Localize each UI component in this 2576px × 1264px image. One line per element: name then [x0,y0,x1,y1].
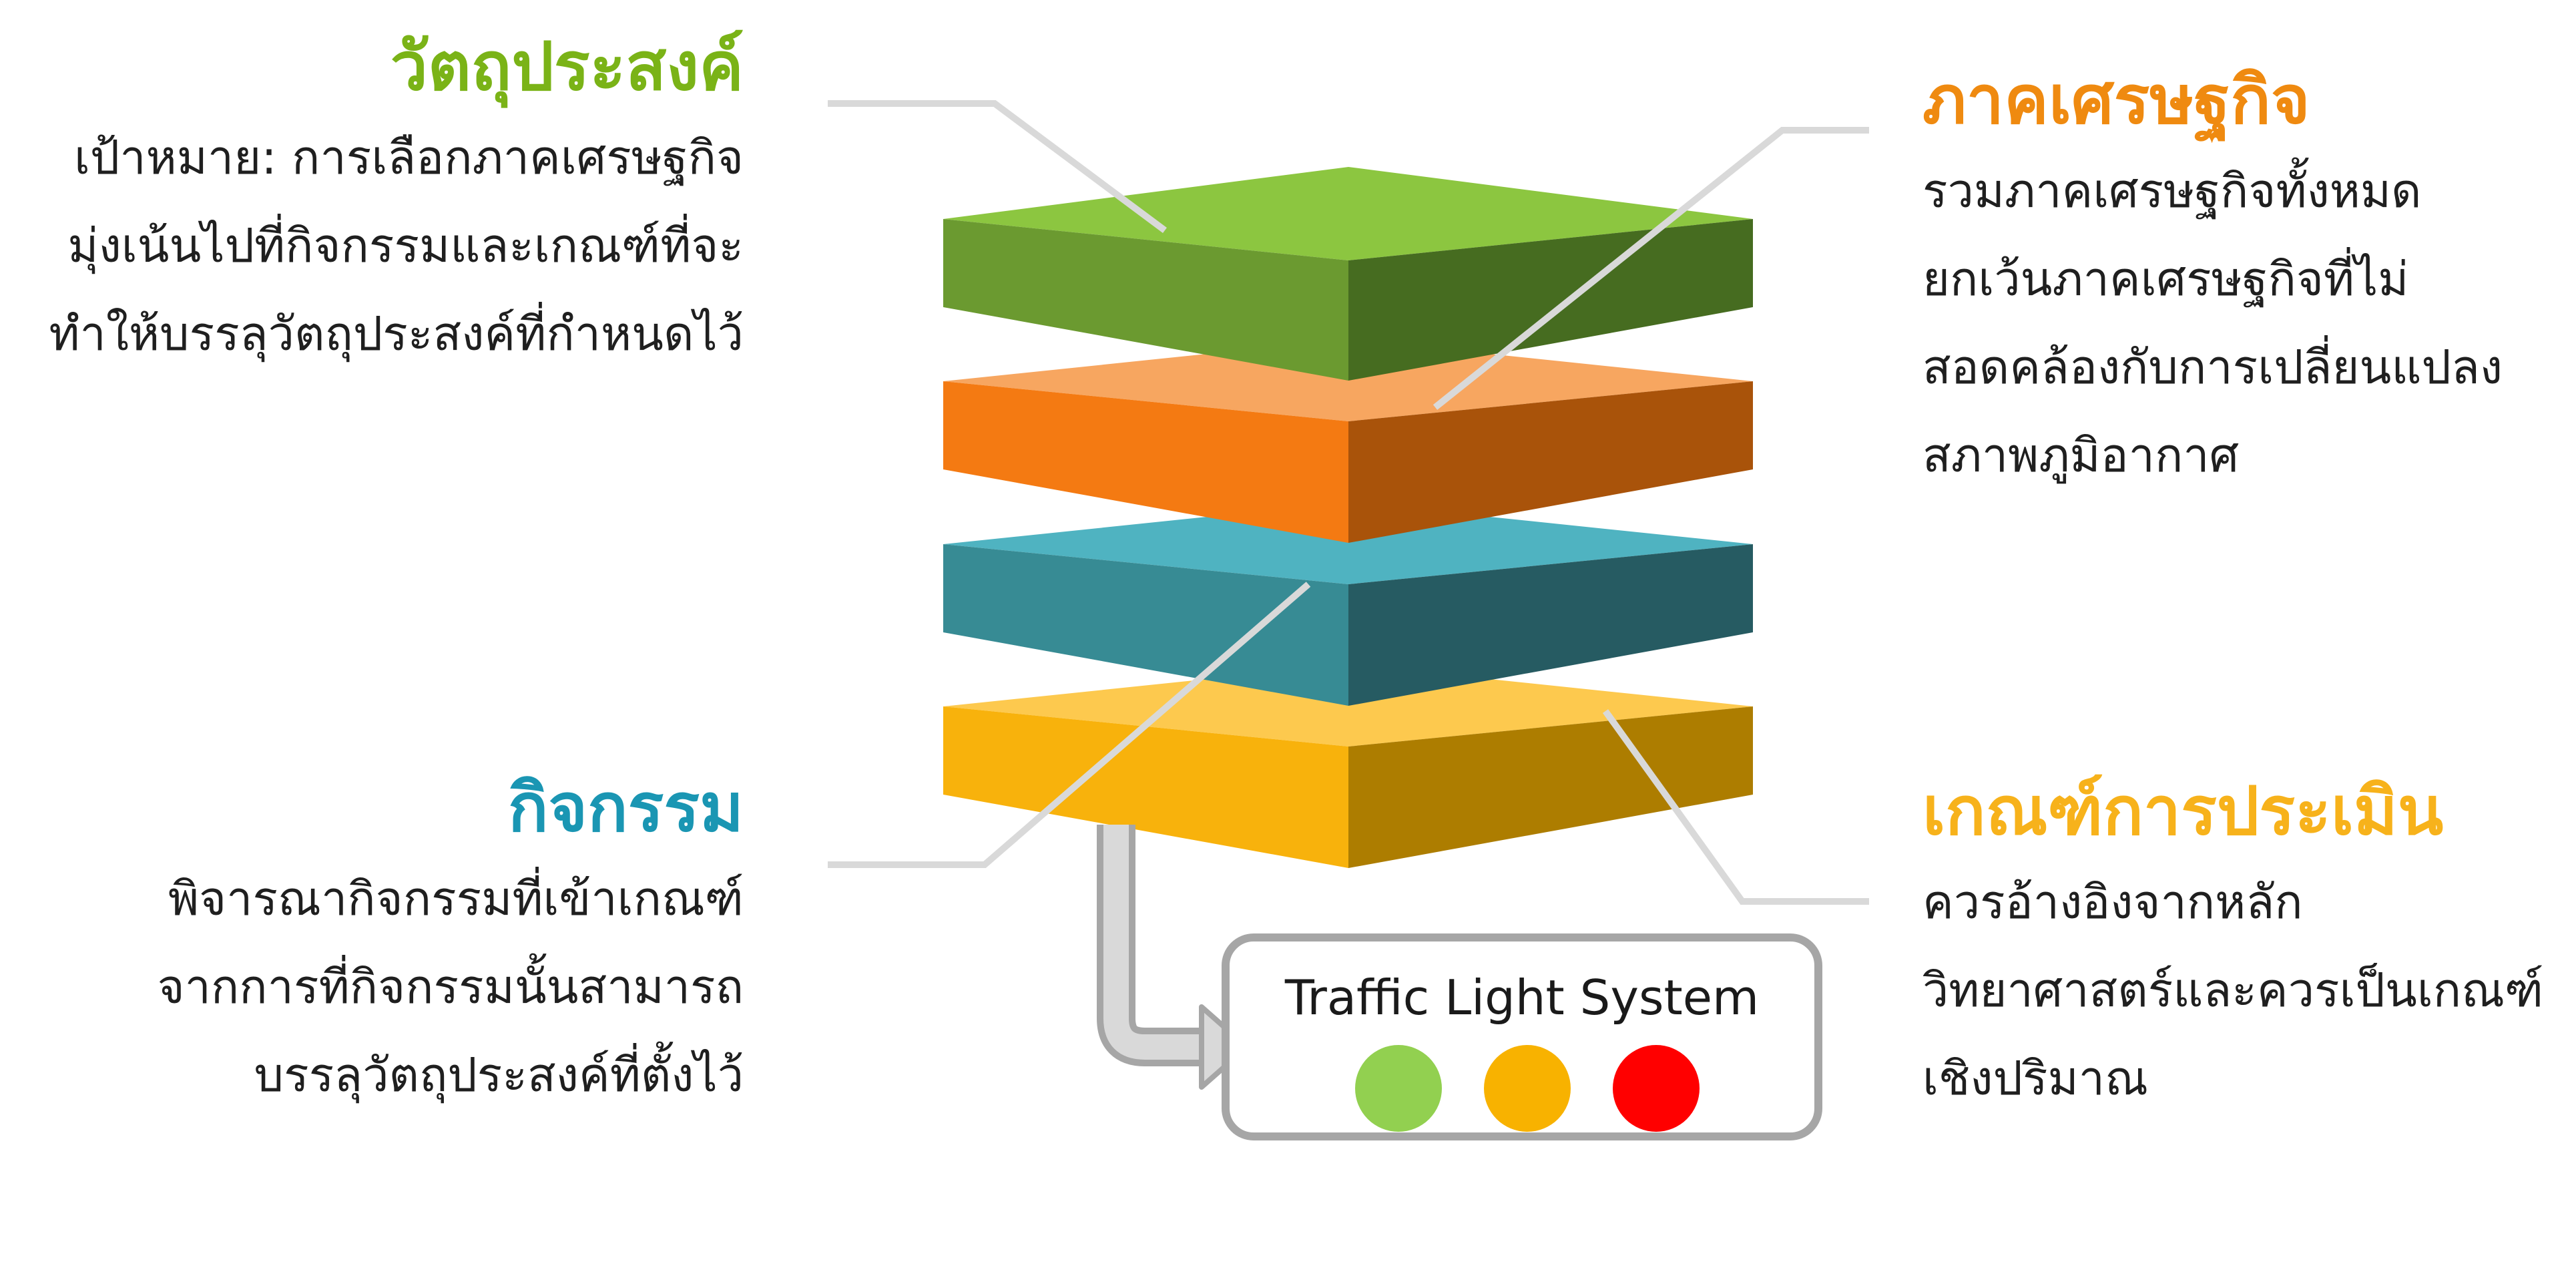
sector-line: สอดคล้องกับการเปลี่ยนแปลง [1922,340,2503,395]
layer-activity-right [1348,544,1753,706]
criteria-block: เกณฑ์การประเมิน ควรอ้างอิงจากหลัก วิทยาศ… [1922,771,2543,1122]
connector-objective [828,100,1167,234]
sector-line: รวมภาคเศรษฐกิจทั้งหมด [1922,164,2422,218]
layer-activity-top [943,502,1753,584]
sector-line: สภาพภูมิอากาศ [1922,428,2240,483]
layer-objective-top [943,167,1753,260]
sector-description: รวมภาคเศรษฐกิจทั้งหมด ยกเว้นภาคเศรษฐกิจท… [1922,147,2503,499]
traffic-light-title: Traffic Light System [1284,970,1760,1026]
layer-criteria-right [1348,706,1753,868]
activity-line: พิจารณากิจกรรมที่เข้าเกณฑ์ [168,871,744,926]
sector-line: ยกเว้นภาคเศรษฐกิจที่ไม่ [1922,252,2409,306]
layer-sector-left [943,381,1348,543]
layer-objective [943,167,1753,381]
activity-line: บรรลุวัตถุประสงค์ที่ตั้งไว้ [254,1048,744,1102]
criteria-description: ควรอ้างอิงจากหลัก วิทยาศาสตร์และควรเป็นเ… [1922,858,2543,1122]
layer-activity-left [943,544,1348,706]
activity-heading: กิจกรรม [507,769,744,847]
objective-description: เป้าหมาย: การเลือกภาคเศรษฐกิจ มุ่งเน้นไป… [49,114,744,378]
criteria-line: วิทยาศาสตร์และควรเป็นเกณฑ์ [1922,963,2544,1018]
objective-heading: วัตถุประสงค์ [390,27,744,106]
criteria-line: เชิงปริมาณ [1922,1051,2149,1106]
amber-light-icon [1484,1045,1571,1132]
connector-criteria [1602,709,1869,905]
layer-objective-left [943,219,1348,381]
sector-heading: ภาคเศรษฐกิจ [1922,61,2310,139]
traffic-light-box: Traffic Light System [1222,933,1822,1140]
criteria-heading: เกณฑ์การประเมิน [1922,772,2444,850]
layer-criteria-left [943,706,1348,868]
green-light-icon [1355,1045,1442,1132]
objective-line: ทำให้บรรลุวัตถุประสงค์ที่กำหนดไว้ [49,306,744,361]
layer-sector-right [1348,381,1753,543]
criteria-line: ควรอ้างอิงจากหลัก [1922,875,2303,929]
layer-sector [943,339,1753,543]
activity-description: พิจารณากิจกรรมที่เข้าเกณฑ์ จากการที่กิจก… [158,855,744,1119]
sector-block: ภาคเศรษฐกิจ รวมภาคเศรษฐกิจทั้งหมด ยกเว้น… [1922,60,2503,499]
connector-activity [828,582,1311,868]
objective-line: เป้าหมาย: การเลือกภาคเศรษฐกิจ [73,130,744,185]
activity-line: จากการที่กิจกรรมนั้นสามารถ [157,960,744,1014]
layer-objective-right [1348,219,1753,381]
layer-activity [943,502,1753,706]
connector-sector [1433,127,1869,410]
red-light-icon [1613,1045,1700,1132]
objective-block: วัตถุประสงค์ เป้าหมาย: การเลือกภาคเศรษฐก… [49,27,744,378]
objective-line: มุ่งเน้นไปที่กิจกรรมและเกณฑ์ที่จะ [67,218,744,273]
activity-block: กิจกรรม พิจารณากิจกรรมที่เข้าเกณฑ์ จากกา… [158,768,744,1119]
